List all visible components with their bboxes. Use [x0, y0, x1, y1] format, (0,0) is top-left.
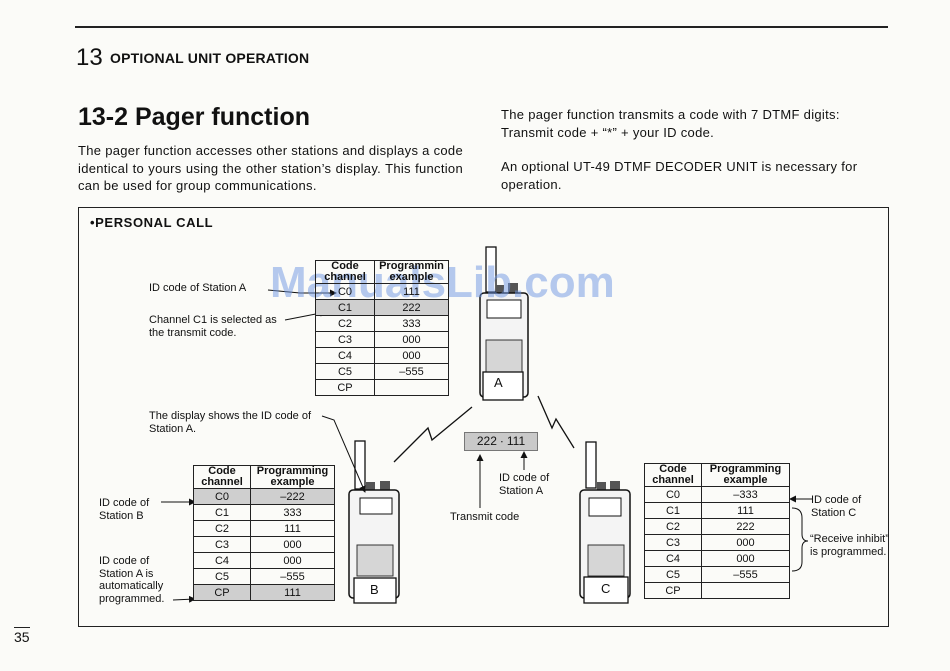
display-code-box: 222 ∙ 111	[464, 432, 538, 451]
label-id-code-c: ID code of Station C	[811, 494, 862, 519]
page-number: 35	[14, 627, 30, 645]
station-b-letter: B	[370, 582, 379, 597]
section-number: 13	[76, 44, 103, 71]
page-heading: 13-2 Pager function	[78, 103, 310, 131]
radio-c-icon	[579, 441, 631, 604]
dtmf-paragraph: The pager function transmits a code with…	[501, 107, 840, 140]
intro-paragraph: The pager function accesses other statio…	[78, 143, 463, 193]
signal-bolt-c-icon	[537, 395, 575, 449]
station-c-letter: C	[601, 581, 611, 596]
label-display-shows: The display shows the ID code of Station…	[149, 410, 312, 435]
label-id-code-a: ID code of Station A	[149, 282, 247, 294]
label-channel-c1: Channel C1 is selected as the transmit c…	[149, 314, 277, 339]
radio-a-icon	[479, 246, 529, 401]
section-title: OPTIONAL UNIT OPERATION	[110, 50, 310, 66]
decoder-paragraph: An optional UT-49 DTMF DECODER UNIT is n…	[501, 159, 858, 192]
label-receive-inhibit: “Receive inhibit” is programmed.	[810, 533, 889, 558]
signal-bolt-b-icon	[393, 406, 473, 463]
station-a-letter: A	[494, 375, 503, 390]
label-id-code-a-display: ID code of Station A	[499, 472, 550, 497]
radio-b-icon	[348, 440, 400, 604]
top-rule	[75, 26, 888, 28]
diagram-frame	[78, 207, 889, 627]
label-id-code-b: ID code of Station B	[99, 497, 150, 522]
label-transmit-code: Transmit code	[450, 511, 520, 523]
diagram-title: •PERSONAL CALL	[90, 215, 214, 230]
label-id-code-a-auto: ID code of Station A is automatically pr…	[99, 555, 165, 605]
